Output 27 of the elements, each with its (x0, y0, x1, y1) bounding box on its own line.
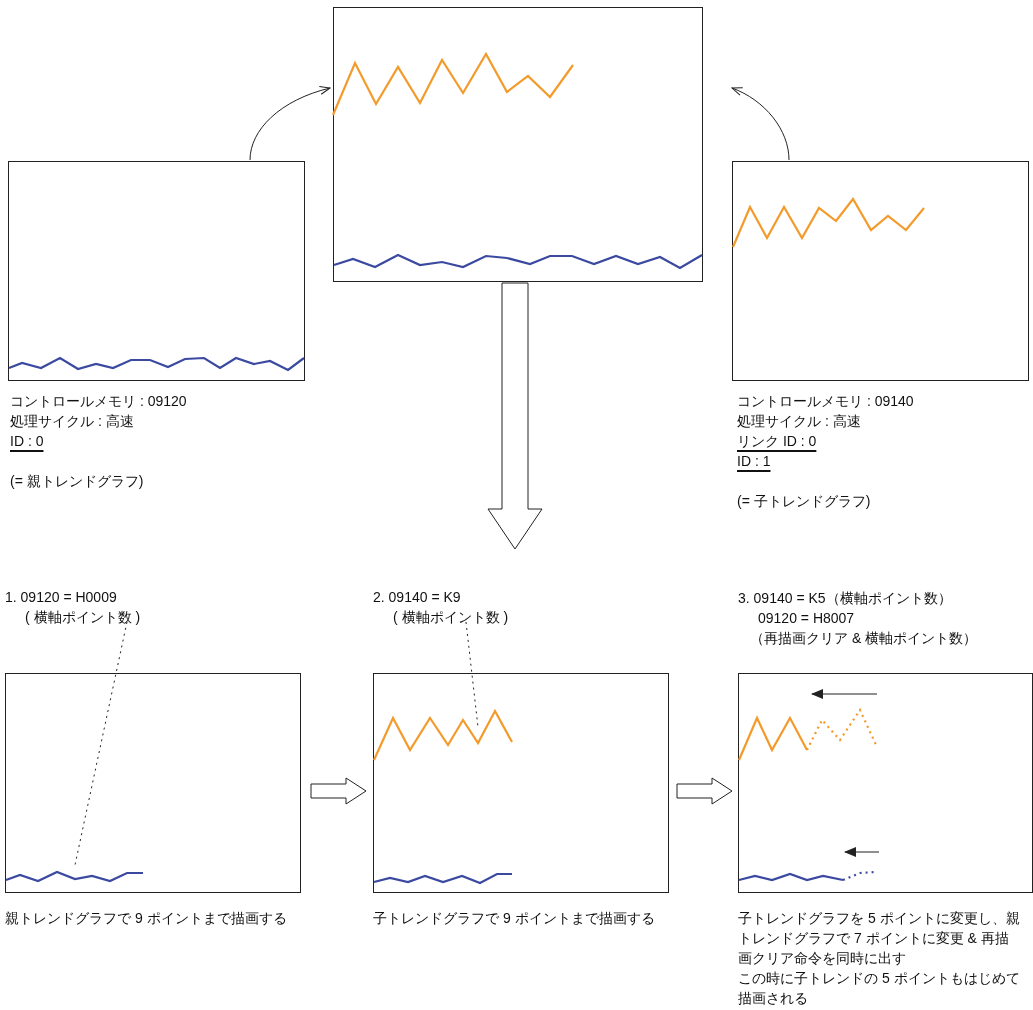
curved-arrow (249, 86, 331, 161)
setting-text: 処理サイクル : 高速 (737, 412, 861, 431)
step-text: 09120 = H8007 (758, 609, 855, 628)
setting-text: コントロールメモリ : 09120 (10, 392, 187, 411)
description-text: 子トレンドグラフで 9 ポイントまで描画する (373, 909, 656, 928)
setting-text: コントロールメモリ : 09140 (737, 392, 914, 411)
block-arrow (310, 777, 367, 805)
note-text: ( 横軸ポイント数 ) (25, 608, 141, 627)
description-text: この時に子トレンドの 5 ポイントもはじめて描画される (738, 969, 1021, 1008)
block-arrow (676, 777, 733, 805)
setting-text: ID : 0 (10, 432, 44, 451)
description-text: 親トレンドグラフで 9 ポイントまで描画する (5, 909, 288, 928)
leader-line (74, 621, 128, 866)
setting-text: (= 子トレンドグラフ) (737, 492, 871, 511)
leader-line (465, 621, 479, 728)
step-text: 2. 09140 = K9 (373, 588, 461, 607)
description-text: 子トレンドグラフを 5 ポイントに変更し、親トレンドグラフで 7 ポイントに変更 & 再描画クリア命令を同時に出す (738, 909, 1021, 968)
setting-text: 処理サイクル : 高速 (10, 412, 134, 431)
step-text: 3. 09140 = K5（横軸ポイント数） (738, 589, 952, 608)
block-arrow (487, 282, 543, 550)
curved-arrow (731, 87, 790, 161)
setting-text: ID : 1 (737, 452, 771, 471)
step-text: 1. 09120 = H0009 (5, 588, 117, 607)
note-text: ( 横軸ポイント数 ) (393, 608, 509, 627)
setting-text: (= 親トレンドグラフ) (10, 472, 144, 491)
step-text: （再描画クリア & 横軸ポイント数） (750, 629, 978, 648)
setting-text: リンク ID : 0 (737, 432, 817, 451)
